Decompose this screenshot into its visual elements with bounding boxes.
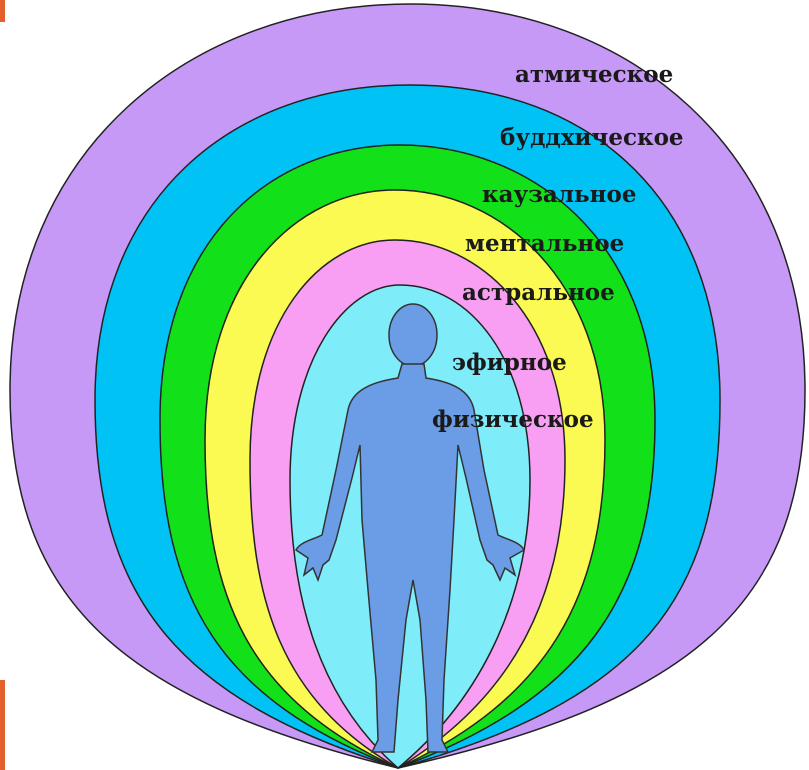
- label-physical: физическое: [432, 406, 594, 433]
- label-atmic: атмическое: [515, 61, 673, 88]
- silhouette-head: [389, 304, 437, 366]
- label-etheric: эфирное: [452, 349, 567, 376]
- label-causal: каузальное: [482, 181, 636, 208]
- label-mental: ментальное: [465, 230, 624, 257]
- label-astral: астральное: [462, 279, 615, 306]
- label-buddhic: буддхическое: [500, 124, 684, 151]
